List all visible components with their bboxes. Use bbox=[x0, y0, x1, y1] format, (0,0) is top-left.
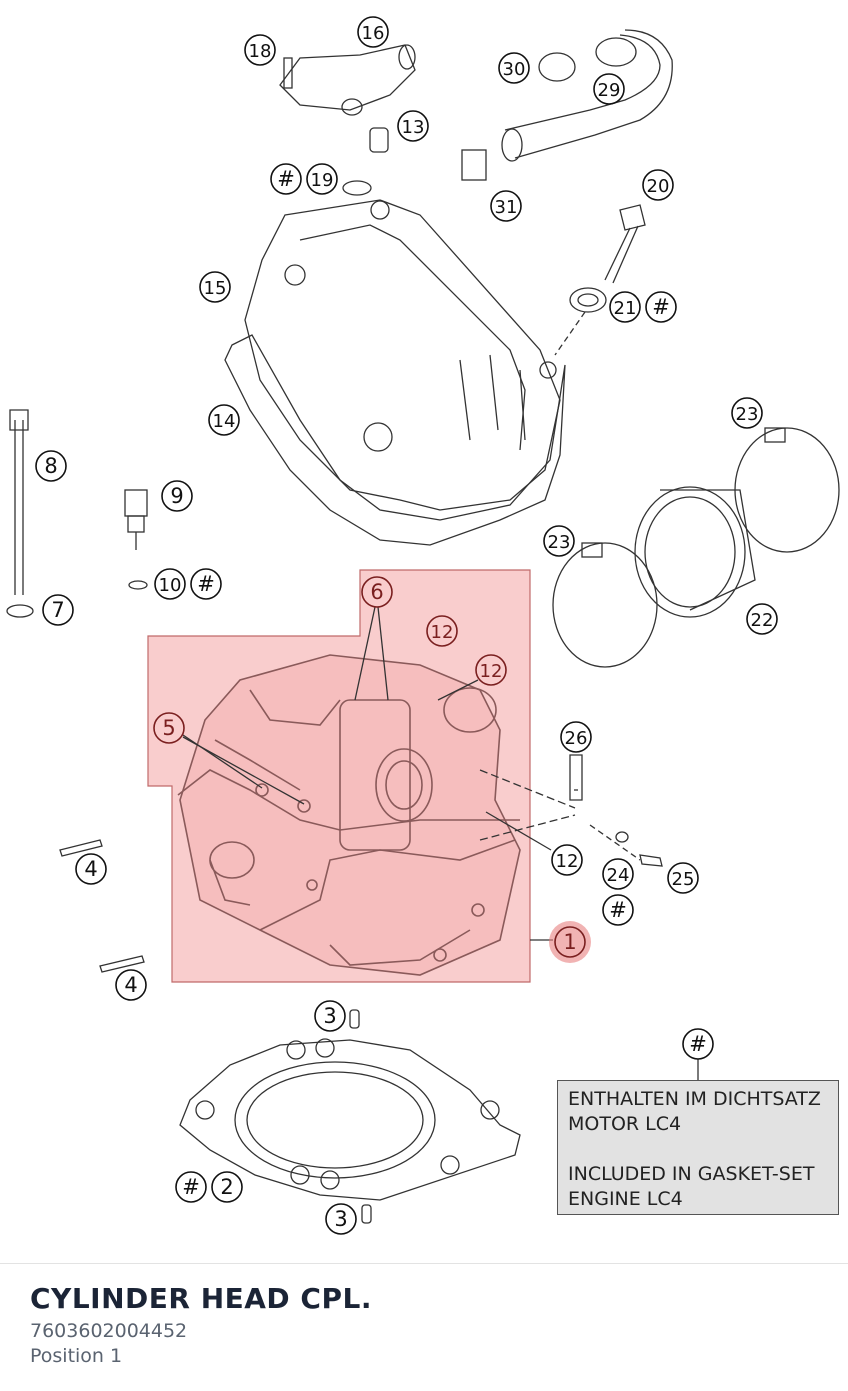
svg-text:31: 31 bbox=[495, 197, 518, 218]
head-gasket bbox=[179, 1039, 521, 1201]
svg-text:12: 12 bbox=[480, 661, 503, 682]
callout-30[interactable]: 30 bbox=[498, 52, 530, 84]
svg-text:#: # bbox=[609, 898, 627, 922]
svg-text:18: 18 bbox=[249, 41, 272, 62]
callout-hash-2[interactable]: # bbox=[175, 1171, 207, 1203]
callout-29[interactable]: 29 bbox=[593, 73, 625, 105]
valve-cover-gasket bbox=[224, 334, 566, 546]
svg-text:#: # bbox=[277, 167, 295, 191]
callout-24[interactable]: 24 bbox=[602, 858, 634, 890]
callout-31[interactable]: 31 bbox=[490, 190, 522, 222]
intake-boot bbox=[634, 486, 746, 618]
callout-hash-21[interactable]: # bbox=[645, 291, 677, 323]
svg-text:26: 26 bbox=[565, 728, 588, 749]
svg-text:#: # bbox=[197, 572, 215, 596]
svg-text:4: 4 bbox=[124, 973, 137, 997]
callout-3-top[interactable]: 3 bbox=[314, 1000, 346, 1032]
svg-text:12: 12 bbox=[431, 622, 454, 643]
note-en-line2: ENGINE LC4 bbox=[568, 1188, 683, 1210]
callout-6[interactable]: 6 bbox=[361, 576, 393, 608]
callout-hash-note[interactable]: # bbox=[682, 1028, 714, 1060]
cylinder-head-drawing bbox=[177, 654, 521, 976]
svg-text:22: 22 bbox=[751, 610, 774, 631]
svg-text:3: 3 bbox=[334, 1207, 347, 1231]
callout-23-top[interactable]: 23 bbox=[731, 397, 763, 429]
svg-text:#: # bbox=[652, 295, 670, 319]
hose-clamp bbox=[552, 542, 658, 668]
svg-text:12: 12 bbox=[556, 851, 579, 872]
svg-text:6: 6 bbox=[370, 580, 383, 604]
svg-text:4: 4 bbox=[84, 857, 97, 881]
callout-12-top[interactable]: 12 bbox=[426, 615, 458, 647]
svg-text:16: 16 bbox=[362, 23, 385, 44]
callout-18[interactable]: 18 bbox=[244, 34, 276, 66]
svg-text:23: 23 bbox=[736, 404, 759, 425]
svg-text:15: 15 bbox=[204, 278, 227, 299]
callout-2[interactable]: 2 bbox=[211, 1171, 243, 1203]
callout-25[interactable]: 25 bbox=[667, 862, 699, 894]
callout-9[interactable]: 9 bbox=[161, 480, 193, 512]
callout-hash-19[interactable]: # bbox=[270, 163, 302, 195]
thermostat-housing bbox=[279, 44, 416, 111]
callout-12-bottom[interactable]: 12 bbox=[551, 844, 583, 876]
callout-10[interactable]: 10 bbox=[154, 568, 186, 600]
callout-hash-10[interactable]: # bbox=[190, 568, 222, 600]
callout-hash-24[interactable]: # bbox=[602, 894, 634, 926]
callout-12-mid[interactable]: 12 bbox=[475, 654, 507, 686]
valve-cover bbox=[244, 199, 561, 511]
callout-19[interactable]: 19 bbox=[306, 163, 338, 195]
gasket-set-note: ENTHALTEN IM DICHTSATZ MOTOR LC4 INCLUDE… bbox=[557, 1080, 839, 1215]
hose bbox=[504, 29, 673, 159]
callout-14[interactable]: 14 bbox=[208, 404, 240, 436]
part-info-footer: CYLINDER HEAD CPL. 7603602004452 Positio… bbox=[0, 1263, 848, 1391]
svg-text:13: 13 bbox=[402, 117, 425, 138]
svg-text:20: 20 bbox=[647, 176, 670, 197]
temperature-sensor bbox=[124, 489, 148, 517]
callout-22[interactable]: 22 bbox=[746, 603, 778, 635]
svg-text:3: 3 bbox=[323, 1004, 336, 1028]
callout-7[interactable]: 7 bbox=[42, 594, 74, 626]
callout-15[interactable]: 15 bbox=[199, 271, 231, 303]
note-en-line1: INCLUDED IN GASKET-SET bbox=[568, 1163, 815, 1185]
callout-3-bottom[interactable]: 3 bbox=[325, 1203, 357, 1235]
note-de-line2: MOTOR LC4 bbox=[568, 1113, 682, 1135]
svg-text:29: 29 bbox=[598, 80, 621, 101]
callout-4-bottom[interactable]: 4 bbox=[115, 969, 147, 1001]
exploded-parts-diagram: 1 2 # 3 3 4 4 5 6 7 8 9 10 # 12 12 12 13… bbox=[6, 16, 840, 1235]
svg-text:21: 21 bbox=[614, 298, 637, 319]
svg-text:#: # bbox=[182, 1175, 200, 1199]
part-number: 7603602004452 bbox=[30, 1320, 188, 1342]
svg-text:23: 23 bbox=[548, 532, 571, 553]
svg-text:2: 2 bbox=[220, 1175, 233, 1199]
svg-text:7: 7 bbox=[51, 598, 64, 622]
callout-1[interactable]: 1 bbox=[549, 921, 591, 963]
svg-text:30: 30 bbox=[503, 59, 526, 80]
callout-20[interactable]: 20 bbox=[642, 169, 674, 201]
svg-text:1: 1 bbox=[563, 930, 576, 954]
callout-5[interactable]: 5 bbox=[153, 712, 185, 744]
callout-23-bottom[interactable]: 23 bbox=[543, 525, 575, 557]
svg-text:8: 8 bbox=[44, 454, 57, 478]
callout-26[interactable]: 26 bbox=[560, 721, 592, 753]
part-title: CYLINDER HEAD CPL. bbox=[30, 1282, 372, 1315]
part-position: Position 1 bbox=[30, 1345, 123, 1367]
callout-8[interactable]: 8 bbox=[35, 450, 67, 482]
svg-text:14: 14 bbox=[213, 411, 236, 432]
note-de-line1: ENTHALTEN IM DICHTSATZ bbox=[568, 1088, 821, 1110]
svg-text:5: 5 bbox=[162, 716, 175, 740]
callout-16[interactable]: 16 bbox=[357, 16, 389, 48]
callout-13[interactable]: 13 bbox=[397, 110, 429, 142]
svg-text:10: 10 bbox=[159, 575, 182, 596]
svg-text:9: 9 bbox=[170, 484, 183, 508]
svg-text:25: 25 bbox=[672, 869, 695, 890]
svg-text:#: # bbox=[689, 1032, 707, 1056]
callout-21[interactable]: 21 bbox=[609, 291, 641, 323]
callout-4-top[interactable]: 4 bbox=[75, 853, 107, 885]
svg-text:19: 19 bbox=[311, 170, 334, 191]
svg-text:24: 24 bbox=[607, 865, 630, 886]
